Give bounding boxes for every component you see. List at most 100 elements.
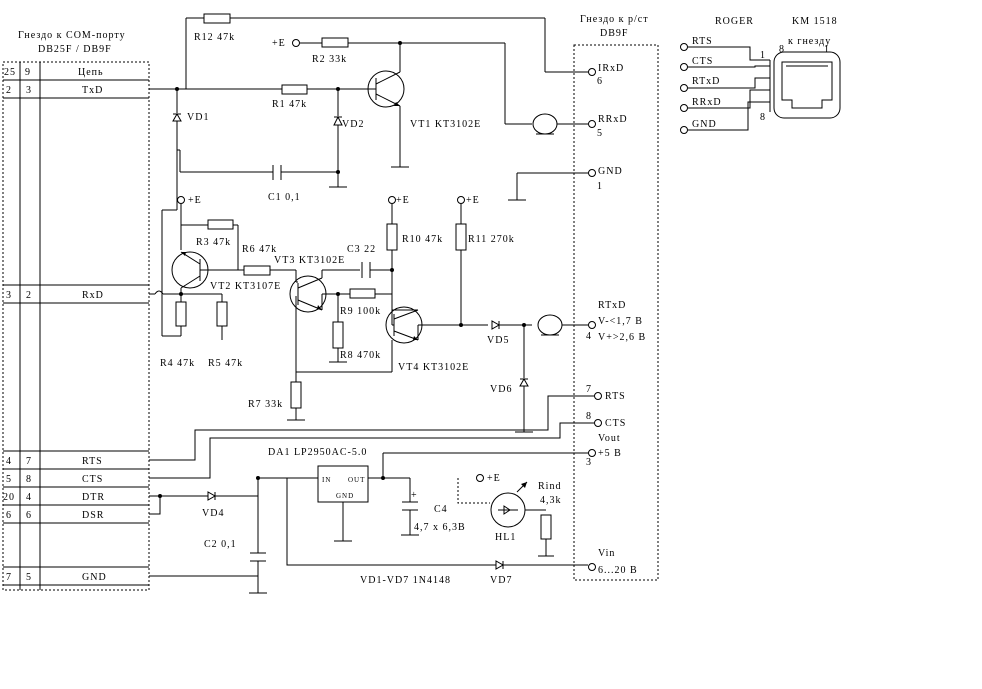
label-r5: R5 47k xyxy=(208,358,243,369)
rj45-inner xyxy=(781,61,833,109)
rs-pin-cts-num: 8 xyxy=(586,411,592,422)
com-box xyxy=(2,61,150,591)
label-da1-gnd: GND xyxy=(336,492,354,500)
com-pin-dsr-db25: 6 xyxy=(6,510,12,521)
rs-pin-irxd-num: 6 xyxy=(597,76,603,87)
label-vt1: VT1 KT3102E xyxy=(410,119,481,130)
roger-sig-cts: CTS xyxy=(692,56,713,67)
label-r12: R12 47k xyxy=(194,32,235,43)
com-connector: Гнездо к COM-порту DB25F / DB9F 25 9 Цеп… xyxy=(2,30,150,591)
label-c2: C2 0,1 xyxy=(204,539,237,550)
rs-pin-gnd-num: 1 xyxy=(597,181,603,192)
rs-pin-rtxd-note-1: V-<1,7 В xyxy=(598,316,643,327)
rs-pin-rts-num: 7 xyxy=(586,384,592,395)
label-diodes-note: VD1-VD7 1N4148 xyxy=(360,575,451,586)
label-c4-value: 4,7 х 6,3В xyxy=(414,522,466,533)
label-r9: R9 100k xyxy=(340,306,381,317)
label-r7: R7 33k xyxy=(248,399,283,410)
label-vd5: VD5 xyxy=(487,335,509,346)
roger-sig-rts: RTS xyxy=(692,36,713,47)
roger-pin-8b: 8 xyxy=(760,112,766,123)
label-r3: R3 47k xyxy=(196,237,231,248)
rs-title-2: DB9F xyxy=(600,28,628,39)
rs-pin-rtxd: RTxD xyxy=(598,300,626,311)
label-vd4: VD4 xyxy=(202,508,224,519)
com-pin-dsr-db9: 6 xyxy=(26,510,32,521)
ferrite-bead-1 xyxy=(532,113,558,135)
label-rind: Rind xyxy=(538,481,561,492)
roger-socket-label: к гнезду xyxy=(788,36,831,47)
com-pin-cts-db25: 5 xyxy=(6,474,12,485)
label-r2: R2 33k xyxy=(312,54,347,65)
com-pin-gnd-name: GND xyxy=(82,572,107,583)
rs-pin-rrxd: RRxD xyxy=(598,114,628,125)
rs-pin-rrxd-num: 5 xyxy=(597,128,603,139)
label-da1-out: OUT xyxy=(348,476,365,484)
roger-title-1: ROGER xyxy=(715,16,754,27)
label-r11: R11 270k xyxy=(468,234,515,245)
com-pin-dtr-name: DTR xyxy=(82,492,105,503)
label-r1: R1 47k xyxy=(272,99,307,110)
com-pin-cts-name: CTS xyxy=(82,474,103,485)
label-c1: C1 0,1 xyxy=(268,192,301,203)
roger-sig-gnd: GND xyxy=(692,119,717,130)
roger-sig-rrxd: RRxD xyxy=(692,97,722,108)
com-pin-gnd-db9: 5 xyxy=(26,572,32,583)
com-pin-dtr-db25: 20 xyxy=(3,492,15,503)
component-labels: R12 47k +E R2 33k R1 47k VD1 VD2 VT1 KT3… xyxy=(160,32,562,586)
com-title-1: Гнездо к COM-порту xyxy=(18,30,126,41)
label-plus-e-4: +E xyxy=(466,195,480,206)
roger-pin-1: 1 xyxy=(760,50,766,61)
wiring xyxy=(149,13,594,594)
vt4-transistor xyxy=(385,306,423,344)
com-pin-dtr-db9: 4 xyxy=(26,492,32,503)
label-plus-e-1: +E xyxy=(272,38,286,49)
rs-pin-irxd: IRxD xyxy=(598,63,624,74)
rs-pin-rtxd-num: 4 xyxy=(586,331,592,342)
com-pin-cts-db9: 8 xyxy=(26,474,32,485)
label-vt4: VT4 KT3102E xyxy=(398,362,469,373)
rs-pin-vout-note: +5 В xyxy=(598,448,622,459)
rs-pin-vout: Vout xyxy=(598,433,621,444)
roger-sig-rtxd: RTxD xyxy=(692,76,720,87)
label-plus-e-2: +E xyxy=(188,195,202,206)
label-c4: C4 xyxy=(434,504,448,515)
label-hl1: HL1 xyxy=(495,532,516,543)
rs-pin-rtxd-note-2: V+>2,6 В xyxy=(598,332,646,343)
com-pin-rxd-name: RxD xyxy=(82,290,104,301)
com-pin-gnd-db25: 7 xyxy=(6,572,12,583)
ferrite-bead-2 xyxy=(537,314,563,336)
label-r6: R6 47k xyxy=(242,244,277,255)
label-da1-in: IN xyxy=(322,476,331,484)
vt3-transistor xyxy=(289,275,327,313)
label-da1: DA1 LP2950AC-5.0 xyxy=(268,447,367,458)
label-vd7: VD7 xyxy=(490,575,512,586)
label-vd1: VD1 xyxy=(187,112,209,123)
roger-pin-1r: 1 xyxy=(824,44,830,55)
roger-socket: ROGER KM 1518 к гнезду RTS CTS RTxD RRxD… xyxy=(680,16,841,134)
label-r8: R8 470k xyxy=(340,350,381,361)
label-rind-value: 4,3k xyxy=(540,495,562,506)
com-header-db9: 9 xyxy=(25,67,31,78)
rs-pin-vout-num: 3 xyxy=(586,457,592,468)
rs-pin-cts: CTS xyxy=(605,418,626,429)
roger-title-2: KM 1518 xyxy=(792,16,838,27)
com-pin-dsr-name: DSR xyxy=(82,510,104,521)
label-r4: R4 47k xyxy=(160,358,195,369)
rs-pin-vin: Vin xyxy=(598,548,615,559)
label-c3: C3 22 xyxy=(347,244,376,255)
label-plus-e-3: +E xyxy=(396,195,410,206)
rs-pin-rts: RTS xyxy=(605,391,626,402)
label-r10: R10 47k xyxy=(402,234,443,245)
rs-title-1: Гнездо к р/ст xyxy=(580,14,649,25)
label-vt2: VT2 KT3107E xyxy=(210,281,281,292)
label-plus-e-5: +E xyxy=(487,473,501,484)
rs-box xyxy=(573,44,659,581)
com-pin-txd-db25: 2 xyxy=(6,85,12,96)
rs-connector: Гнездо к р/ст DB9F IRxD 6 RRxD 5 GND 1 R… xyxy=(573,14,659,581)
label-c4-plus: + xyxy=(411,490,418,501)
roger-pin-8: 8 xyxy=(779,44,785,55)
label-vd6: VD6 xyxy=(490,384,512,395)
com-pin-txd-name: TxD xyxy=(82,85,103,96)
